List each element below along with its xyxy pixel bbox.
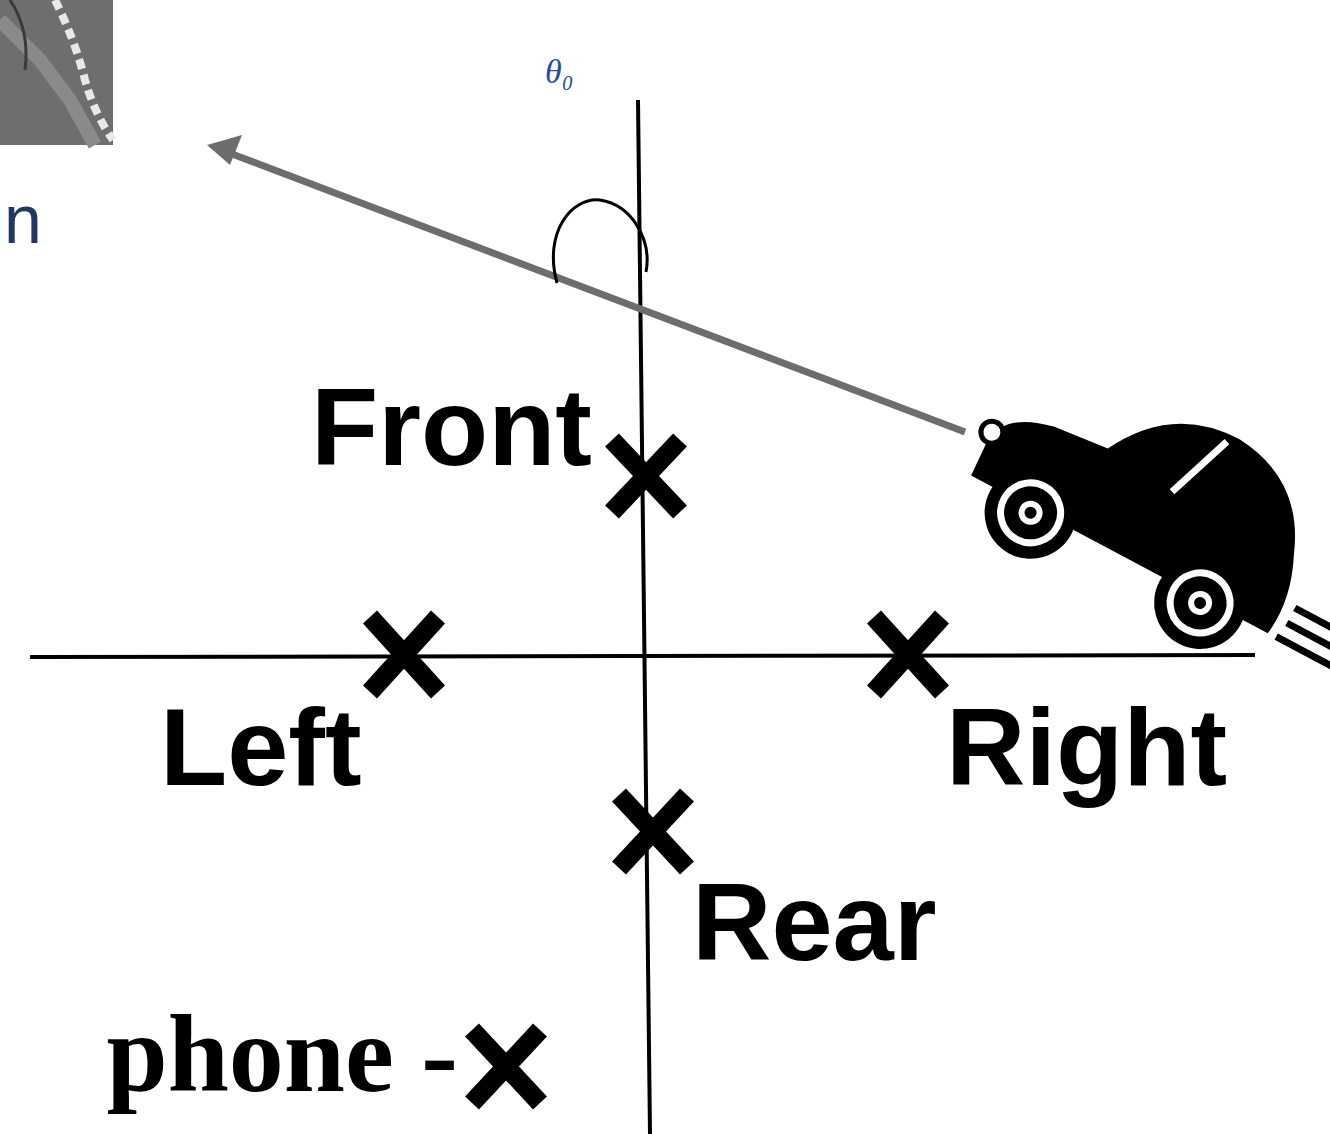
speed-lines <box>1276 607 1330 670</box>
car-wheel <box>968 451 1092 575</box>
mic-label: Rear <box>692 867 937 977</box>
photo-texture <box>0 20 95 145</box>
car-window <box>1172 430 1227 504</box>
mic-label: Right <box>946 692 1227 802</box>
x-marker <box>370 617 438 692</box>
angle-label: θ₀ <box>545 55 574 89</box>
car-icon <box>936 330 1330 715</box>
car-wheel <box>1138 541 1262 665</box>
x-marker <box>619 795 687 868</box>
car-light <box>977 417 1007 447</box>
arrow-head <box>207 135 242 165</box>
horizontal-axis <box>30 655 1255 657</box>
road-photo <box>0 0 113 145</box>
road-marking <box>55 0 113 140</box>
car-body <box>969 335 1330 634</box>
photo-texture <box>10 0 26 70</box>
x-marker <box>472 1030 540 1103</box>
angle-arc <box>553 200 647 283</box>
mic-label: phone - <box>107 999 458 1109</box>
cut-text: n <box>4 185 42 253</box>
x-marker <box>874 617 942 692</box>
x-marker <box>612 440 680 512</box>
photo-ground <box>0 0 113 145</box>
mic-label: Left <box>160 692 362 802</box>
mic-label: Front <box>311 372 592 482</box>
